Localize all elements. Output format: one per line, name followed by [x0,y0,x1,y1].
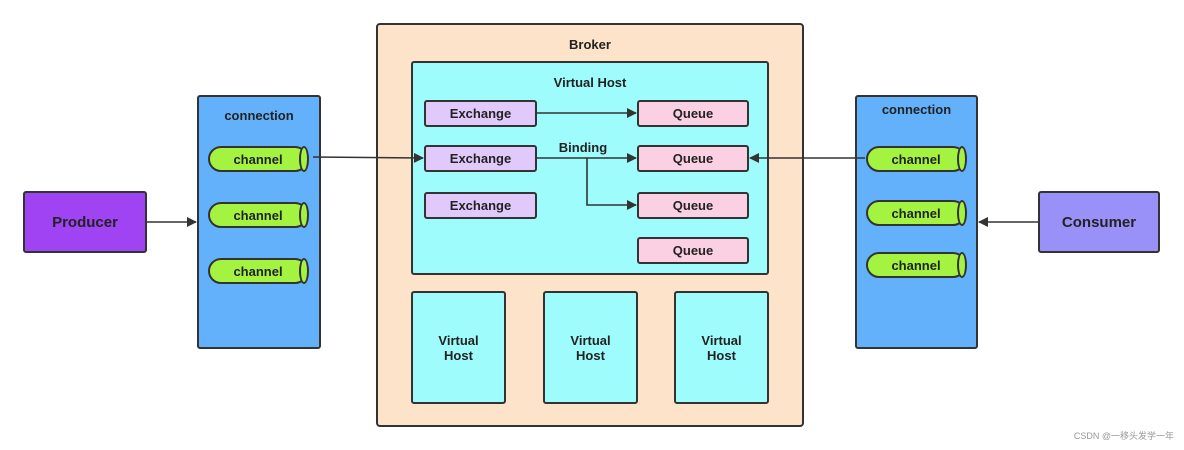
producer-channel-1[interactable]: channel [208,146,309,172]
virtual-host-small-3-line2: Host [707,347,736,363]
producer-channel-3[interactable]: channel [208,258,309,284]
consumer-connection-title: connection [881,102,952,117]
queue-2[interactable]: Queue [637,145,749,172]
producer-channel-2[interactable]: channel [208,202,309,228]
exchange-3[interactable]: Exchange [424,192,537,219]
producer-node[interactable]: Producer [23,191,147,253]
binding-label: Binding [558,140,608,155]
exchange-2[interactable]: Exchange [424,145,537,172]
virtual-host-small-3[interactable]: Virtual Host [674,291,769,404]
virtual-host-small-1[interactable]: Virtual Host [411,291,506,404]
virtual-host-small-2-line2: Host [576,347,605,363]
queue-4[interactable]: Queue [637,237,749,264]
virtual-host-title: Virtual Host [553,75,627,90]
virtual-host-small-3-line1: Virtual [701,332,742,348]
consumer-node[interactable]: Consumer [1038,191,1160,253]
virtual-host-small-2[interactable]: Virtual Host [543,291,638,404]
virtual-host-small-1-line2: Host [444,347,473,363]
queue-1[interactable]: Queue [637,100,749,127]
queue-3[interactable]: Queue [637,192,749,219]
virtual-host-small-1-line1: Virtual [438,332,479,348]
exchange-1[interactable]: Exchange [424,100,537,127]
consumer-channel-3[interactable]: channel [866,252,967,278]
producer-connection-title: connection [224,108,294,123]
consumer-channel-2[interactable]: channel [866,200,967,226]
consumer-channel-1[interactable]: channel [866,146,967,172]
watermark: CSDN @一移头发学一年 [1073,431,1174,441]
broker-title: Broker [569,37,611,52]
virtual-host-small-2-line1: Virtual [570,332,611,348]
